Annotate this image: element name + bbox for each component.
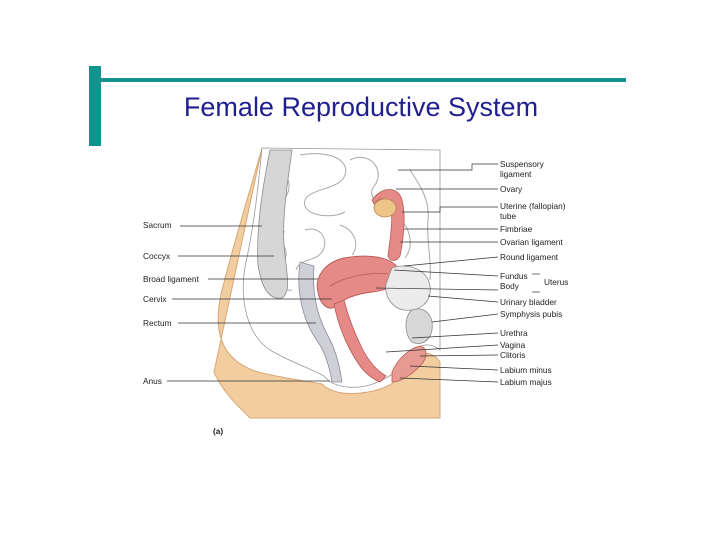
label-ligament: ligament [500, 169, 532, 179]
accent-bar-horizontal [101, 78, 626, 82]
label-anus: Anus [143, 376, 162, 386]
label-suspensory: Suspensory [500, 159, 545, 169]
label-labium-minus: Labium minus [500, 365, 552, 375]
uterus-cavity [329, 273, 389, 287]
label-fundus: Fundus [500, 271, 528, 281]
body-skin [213, 147, 441, 419]
rectum [298, 261, 343, 383]
accent-bar-vertical [89, 66, 101, 146]
label-uterus: Uterus [544, 277, 568, 287]
label-body: Body [500, 281, 520, 291]
panel-label: (a) [213, 426, 223, 436]
label-fimbriae: Fimbriae [500, 224, 533, 234]
label-tube: tube [500, 211, 517, 221]
left-leaders [167, 225, 332, 382]
label-cervix: Cervix [143, 294, 167, 304]
label-sacrum: Sacrum [143, 220, 172, 230]
label-clitoris: Clitoris [500, 350, 525, 360]
vagina [333, 299, 387, 383]
label-symphysis-pubis: Symphysis pubis [500, 309, 562, 319]
label-labium-majus: Labium majus [500, 377, 552, 387]
ovary [373, 198, 397, 218]
labia [391, 345, 427, 383]
label-uterine-tube: Uterine (fallopian) [500, 201, 566, 211]
label-broad-ligament: Broad ligament [143, 274, 200, 284]
urinary-bladder [385, 265, 431, 311]
label-round-ligament: Round ligament [500, 252, 559, 262]
sacrum [257, 149, 293, 299]
symphysis-pubis [405, 308, 433, 344]
label-urinary-bladder: Urinary bladder [500, 297, 557, 307]
slide-title: Female Reproductive System [183, 92, 539, 122]
label-ovary: Ovary [500, 184, 523, 194]
label-vagina: Vagina [500, 340, 526, 350]
label-urethra: Urethra [500, 328, 528, 338]
label-rectum: Rectum [143, 318, 172, 328]
right-leaders [375, 163, 540, 383]
label-coccyx: Coccyx [143, 251, 171, 261]
label-ovarian-ligament: Ovarian ligament [500, 237, 563, 247]
